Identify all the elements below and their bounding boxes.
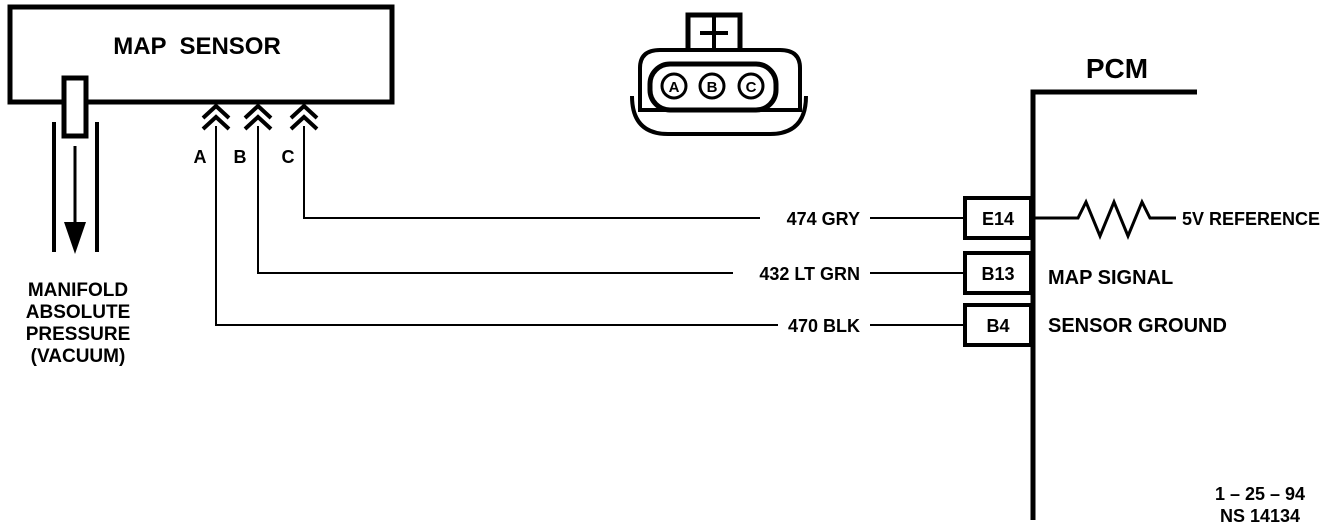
map-sensor-title: MAP SENSOR: [113, 33, 281, 60]
vacuum-label-line2: ABSOLUTE: [26, 302, 131, 323]
map-sensor-box: [7, 4, 395, 105]
pin-a-chevron-icon: [201, 103, 231, 131]
function-map-signal: MAP SIGNAL: [1048, 267, 1173, 289]
footer-date: 1 – 25 – 94: [1215, 484, 1305, 504]
connector-face-icon: [630, 12, 808, 136]
connector-cavity-c: C: [746, 79, 757, 96]
pcm-outline: [1030, 89, 1197, 520]
vacuum-label-line1: MANIFOLD: [28, 280, 128, 301]
vacuum-label-line4: (VACUUM): [31, 346, 126, 367]
terminal-b13-label: B13: [981, 264, 1014, 284]
function-5v-reference: 5V REFERENCE: [1182, 209, 1320, 229]
vacuum-label-line3: PRESSURE: [26, 324, 131, 345]
function-sensor-ground: SENSOR GROUND: [1048, 315, 1227, 337]
terminal-b13: B13: [963, 251, 1033, 295]
vacuum-port: [52, 75, 99, 252]
footer-code: NS 14134: [1220, 506, 1300, 526]
wire-c: [303, 126, 760, 219]
resistor-icon: [1033, 198, 1176, 240]
terminal-e14-label: E14: [982, 209, 1014, 229]
connector-cavity-a: A: [669, 79, 680, 96]
pin-b-label: B: [234, 147, 247, 167]
wire-a-label: 470 BLK: [788, 316, 860, 336]
wire-c-label: 474 GRY: [787, 209, 860, 229]
wire-b-label: 432 LT GRN: [759, 264, 860, 284]
pcm-title: PCM: [1086, 53, 1148, 84]
terminal-e14: E14: [963, 196, 1033, 240]
terminal-b4: B4: [963, 303, 1033, 347]
pin-b-chevron-icon: [243, 103, 273, 131]
pin-c-label: C: [282, 147, 295, 167]
pin-c-chevron-icon: [289, 103, 319, 131]
terminal-b4-label: B4: [986, 316, 1009, 336]
pin-a-label: A: [194, 147, 207, 167]
wire-b: [257, 126, 733, 274]
wire-a: [215, 126, 778, 326]
down-arrow-icon: [64, 146, 86, 254]
connector-cavity-b: B: [707, 79, 718, 96]
